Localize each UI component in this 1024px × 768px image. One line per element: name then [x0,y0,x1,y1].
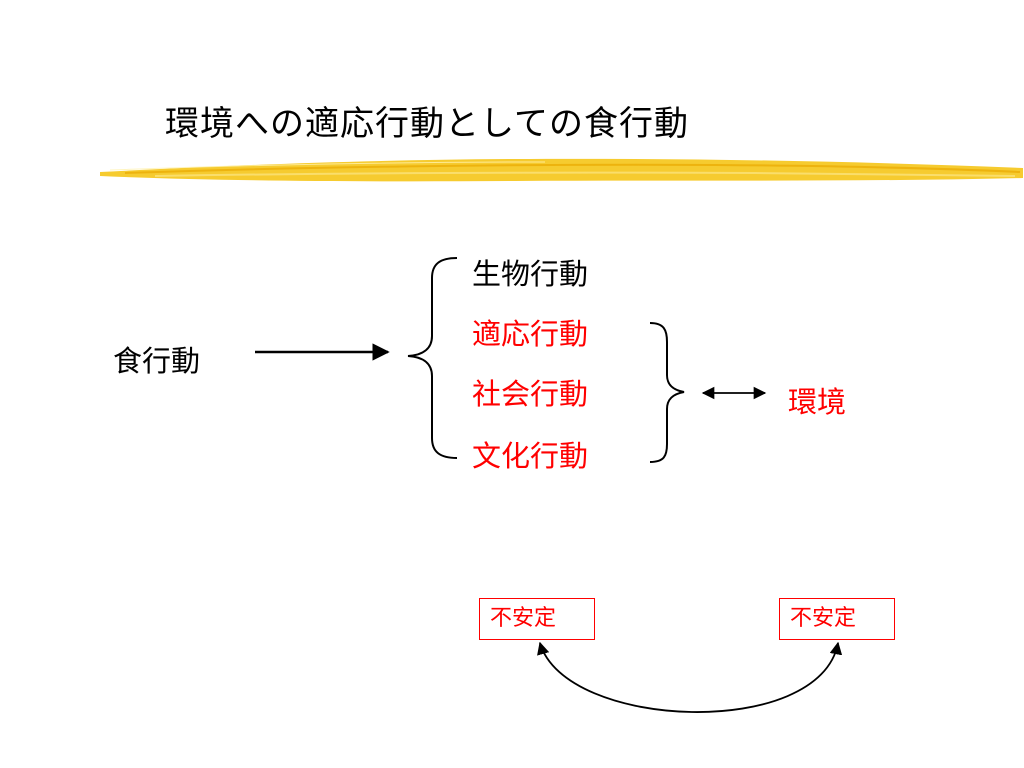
food-behavior-label: 食行動 [113,344,201,378]
behavior-adaptive: 適応行動 [472,317,589,351]
behavior-cultural: 文化行動 [472,439,589,473]
unstable-box-right: 不安定 [779,598,895,640]
unstable-box-left: 不安定 [479,598,595,640]
left-brace [407,257,458,459]
right-brace [649,322,685,463]
unstable-curve-arrow [537,641,843,713]
behavior-social: 社会行動 [472,377,589,411]
slide-title: 環境への適応行動としての食行動 [165,104,689,144]
highlighter-stroke [100,158,1023,182]
behavior-biological: 生物行動 [472,257,589,291]
environment-label: 環境 [788,385,847,419]
